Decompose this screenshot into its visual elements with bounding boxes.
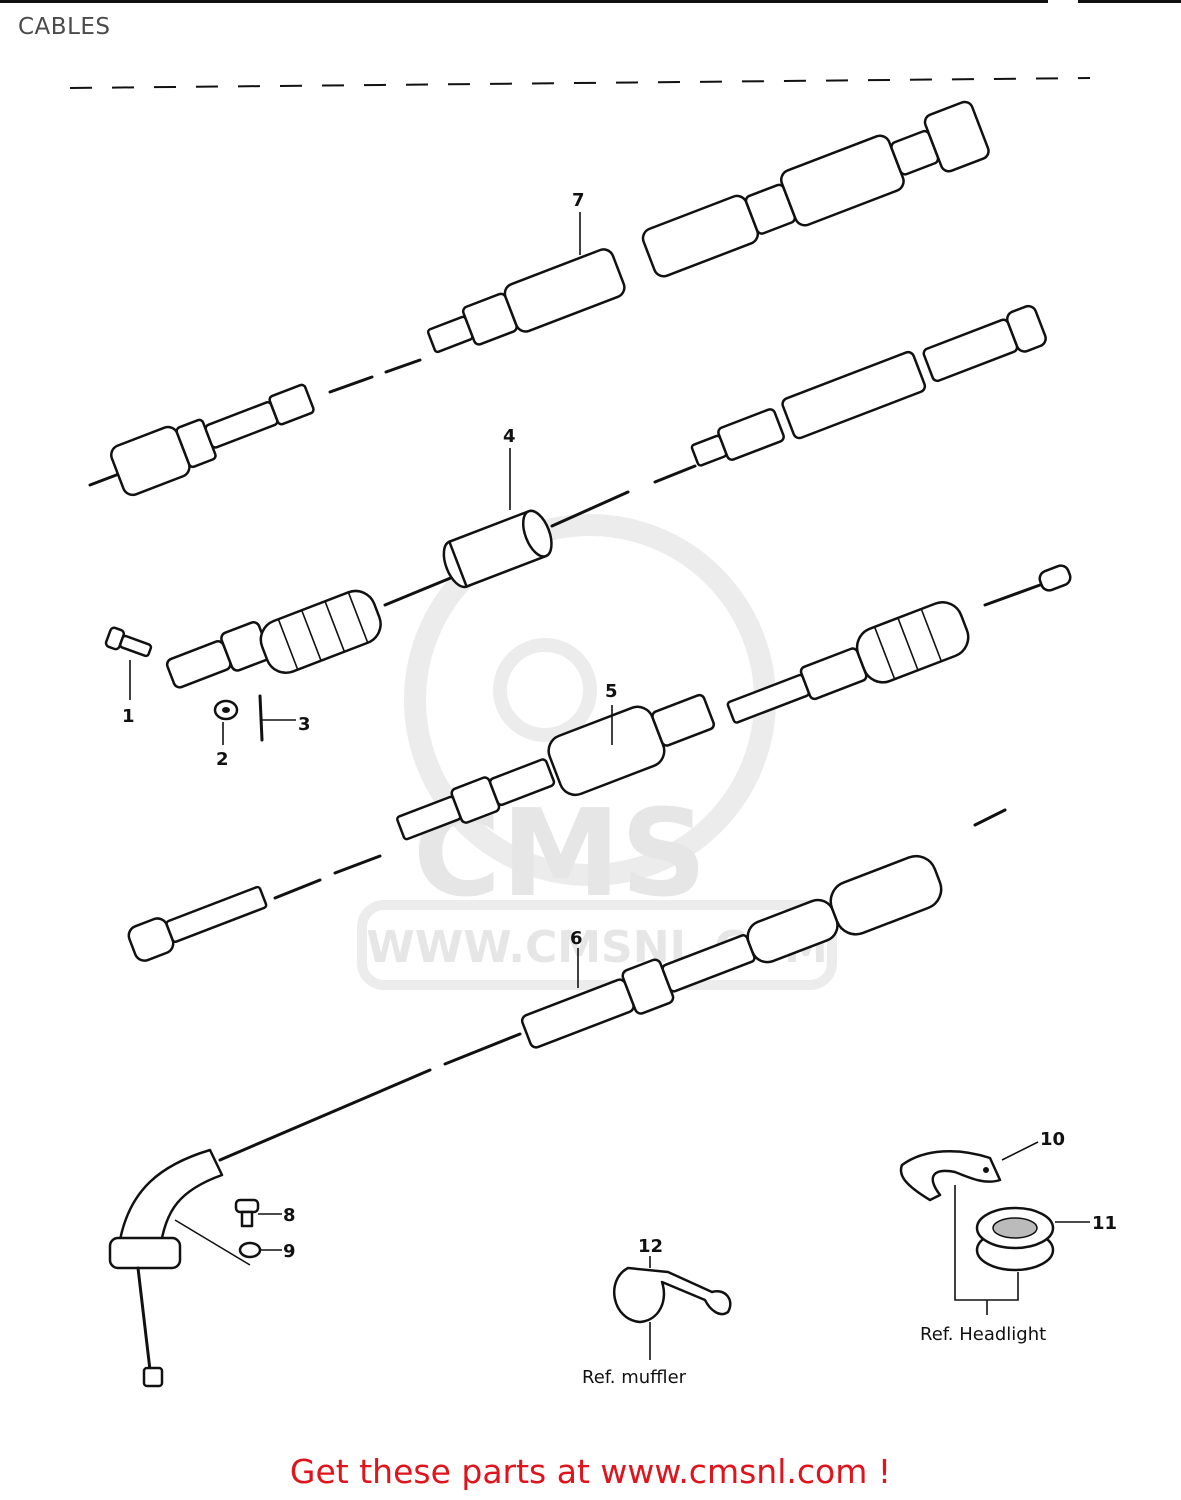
header-dash-line — [69, 77, 1091, 89]
part-2-washer: 2 — [213, 699, 239, 770]
part-10-clamp: 10 — [899, 1129, 1065, 1202]
part-11-grommet: 11 — [975, 1206, 1117, 1272]
callout-2: 2 — [216, 749, 229, 770]
part-9-washer: 9 — [174, 1219, 296, 1266]
ref-muffler-label: Ref. muffler — [582, 1367, 687, 1388]
ref-headlight-label: Ref. Headlight — [920, 1324, 1046, 1345]
callout-3: 3 — [298, 714, 311, 735]
page-title: CABLES — [18, 14, 111, 40]
callout-11: 11 — [1092, 1213, 1117, 1234]
footer-promo-text: Get these parts at www.cmsnl.com ! — [289, 1452, 892, 1491]
callout-4: 4 — [503, 426, 516, 447]
callout-5: 5 — [605, 681, 618, 702]
part-8-screw: 8 — [234, 1198, 296, 1228]
callout-8: 8 — [283, 1205, 296, 1226]
part-12-clip: 12 Ref. muffler — [582, 1236, 732, 1388]
part-3-cotter-pin: 3 — [258, 694, 311, 742]
top-rule — [0, 0, 1048, 3]
callout-7: 7 — [572, 190, 585, 211]
part-1-pin: 1 — [104, 626, 153, 727]
cable-7: 7 — [88, 100, 990, 497]
ref-headlight-bracket: Ref. Headlight — [920, 1185, 1046, 1345]
callout-6: 6 — [570, 928, 583, 949]
callout-1: 1 — [122, 706, 135, 727]
top-rule-right — [1078, 0, 1181, 3]
cable-4: 4 — [165, 304, 1047, 689]
cable-5: 5 — [127, 564, 1072, 962]
callout-10: 10 — [1040, 1129, 1065, 1150]
callout-12: 12 — [638, 1236, 663, 1257]
callout-9: 9 — [283, 1241, 296, 1262]
cable-6: 6 — [108, 808, 1007, 1388]
